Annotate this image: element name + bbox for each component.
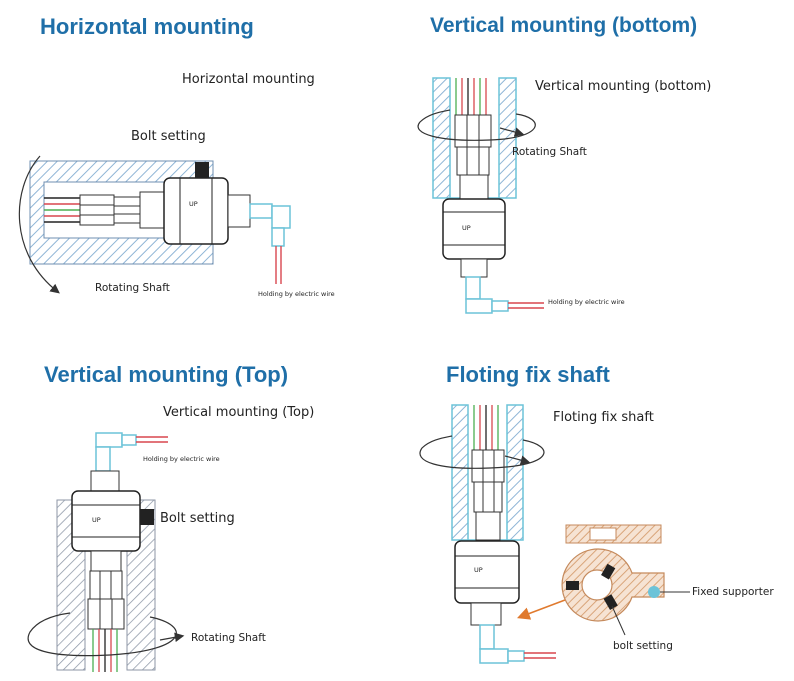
label-bolt-setting-vertical-top: Bolt setting <box>160 511 235 526</box>
heading-horizontal: Horizontal mounting <box>40 14 254 39</box>
floating-diagram <box>419 404 690 664</box>
heading-vertical-bottom: Vertical mounting (bottom) <box>430 14 698 37</box>
caption-horizontal: Horizontal mounting <box>182 72 315 87</box>
fixed-supporter-pin <box>648 586 660 598</box>
label-rotating-shaft-horizontal: Rotating Shaft <box>95 282 170 294</box>
label-holding-wire-vertical-top: Holding by electric wire <box>143 455 220 463</box>
marking-up-vertical-top: UP <box>92 516 101 524</box>
caption-floating: Floting fix shaft <box>553 410 654 425</box>
marking-up-floating: UP <box>474 566 483 574</box>
label-rotating-shaft-vertical-bottom: Rotating Shaft <box>512 146 587 158</box>
heading-floating: Floting fix shaft <box>446 362 610 387</box>
heading-vertical-top: Vertical mounting (Top) <box>44 362 289 387</box>
supporter-bracket <box>561 548 665 622</box>
label-bolt-setting-horizontal: Bolt setting <box>131 129 206 144</box>
label-bolt-setting-floating: bolt setting <box>613 640 673 652</box>
label-holding-wire-horizontal: Holding by electric wire <box>258 290 335 298</box>
label-rotating-shaft-vertical-top: Rotating Shaft <box>191 632 266 644</box>
vertical-bottom-diagram <box>417 77 544 314</box>
marking-up-horizontal: UP <box>189 200 198 208</box>
marking-up-vertical-bottom: UP <box>462 224 471 232</box>
caption-vertical-top: Vertical mounting (Top) <box>163 405 315 420</box>
label-fixed-supporter: Fixed supporter <box>692 586 774 598</box>
horizontal-diagram <box>18 155 291 294</box>
caption-vertical-bottom: Vertical mounting (bottom) <box>535 79 712 94</box>
vertical-top-diagram <box>27 432 185 672</box>
label-holding-wire-vertical-bottom: Holding by electric wire <box>548 298 625 306</box>
